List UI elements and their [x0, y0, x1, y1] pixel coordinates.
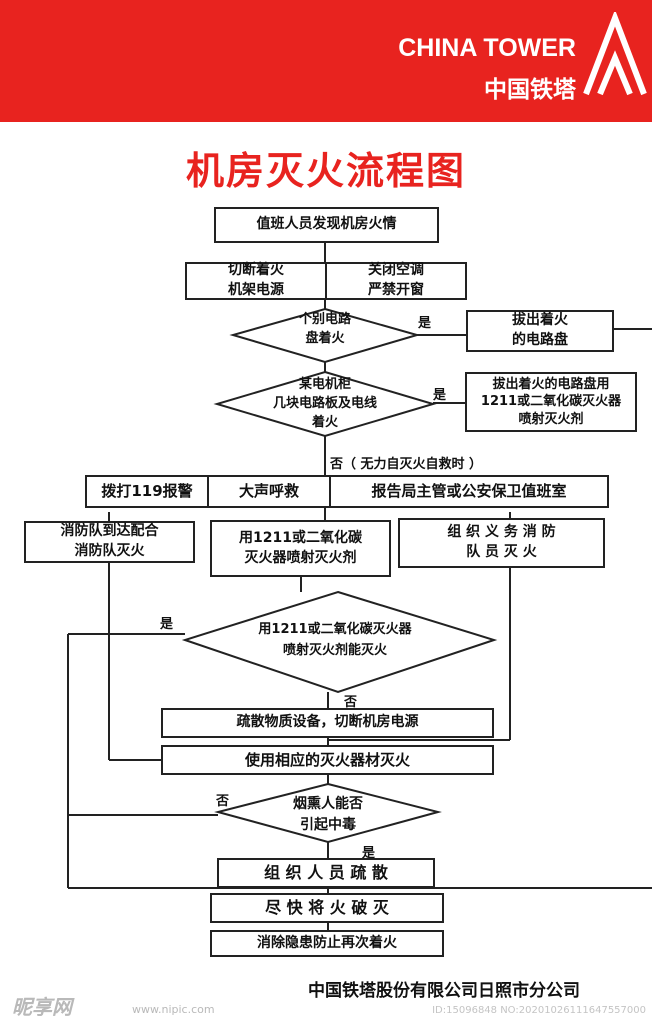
- decision-extinguish: [181, 590, 498, 694]
- decision-smoke: [214, 782, 442, 844]
- box-prevent-reignition: 消除隐患防止再次着火: [210, 930, 444, 957]
- decision-cabinet: [213, 370, 437, 438]
- box-alarm-row: 拨打119报警 大声呼救 报告局主管或公安保卫值班室: [85, 475, 609, 508]
- yes-label-single: 是: [418, 316, 432, 331]
- page-title: 机房灭火流程图: [185, 149, 466, 193]
- cut-power-line-1: 切断着火: [228, 262, 284, 279]
- decision-extinguish-text: 用1211或二氧化碳灭火器 喷射灭火剂能灭火: [258, 622, 412, 658]
- decision-cabinet-text: 某电机柜 几块电路板及电线 着火: [272, 377, 377, 430]
- no-label-no-help: 否（ 无力自灭火自救时 ）: [330, 457, 483, 472]
- decision-single-board: [229, 307, 421, 364]
- brand-name-en: CHINA TOWER: [398, 34, 576, 62]
- box-evacuate-people: 组 织 人 员 疏 散: [217, 858, 435, 888]
- box-use-equipment: 使用相应的灭火器材灭火: [161, 745, 494, 775]
- call-119: 拨打119报警: [87, 477, 209, 506]
- box-evacuate-equipment: 疏散物质设备，切断机房电源: [161, 708, 494, 738]
- box-pull-and-spray: 拔出着火的电路盘用 1211或二氧化碳灭火器 喷射灭火剂: [465, 372, 637, 432]
- box-discover-fire: 值班人员发现机房火情: [214, 207, 439, 243]
- decision-single-board-text: 个别电路 盘着火: [298, 312, 351, 346]
- yes-label-smoke: 是: [362, 846, 376, 861]
- brand-name-cn: 中国铁塔: [484, 77, 576, 103]
- shout-for-help: 大声呼救: [209, 477, 331, 506]
- footer-company: 中国铁塔股份有限公司日照市分公司: [308, 981, 580, 1001]
- box-use-extinguisher: 用1211或二氧化碳 灭火器喷射灭火剂: [210, 520, 391, 577]
- yes-label-cabinet: 是: [433, 388, 447, 403]
- box-put-out-fire: 尽 快 将 火 破 灭: [210, 893, 444, 923]
- box-fire-dept: 消防队到达配合 消防队灭火: [24, 521, 195, 563]
- close-ac-line-1: 关闭空调: [368, 262, 424, 279]
- decision-smoke-text: 烟熏人能否 引起中毒: [293, 796, 363, 833]
- no-label-extinguish: 否: [344, 695, 358, 710]
- box-pull-board: 拔出着火 的电路盘: [466, 310, 614, 352]
- box-volunteers: 组 织 义 务 消 防 队 员 灭 火: [398, 518, 605, 568]
- watermark-url: www.nipic.com: [132, 1003, 215, 1016]
- report-security: 报告局主管或公安保卫值班室: [371, 482, 567, 500]
- watermark: 昵享网 www.nipic.com ID:15096848 NO:2020102…: [0, 994, 652, 1024]
- china-tower-logo-icon: [583, 12, 647, 96]
- no-label-smoke: 否: [216, 794, 230, 809]
- close-ac-line-2: 严禁开窗: [368, 282, 424, 298]
- box-cut-power-close-ac: 切断着火 机架电源 关闭空调 严禁开窗: [185, 262, 467, 300]
- cut-power-line-2: 机架电源: [228, 282, 284, 298]
- watermark-site: 昵享网: [12, 995, 72, 1019]
- watermark-id: ID:15096848 NO:20201026111647557000: [432, 1005, 646, 1016]
- yes-label-extinguish: 是: [160, 617, 174, 632]
- brand-header: CHINA TOWER 中国铁塔: [0, 0, 652, 122]
